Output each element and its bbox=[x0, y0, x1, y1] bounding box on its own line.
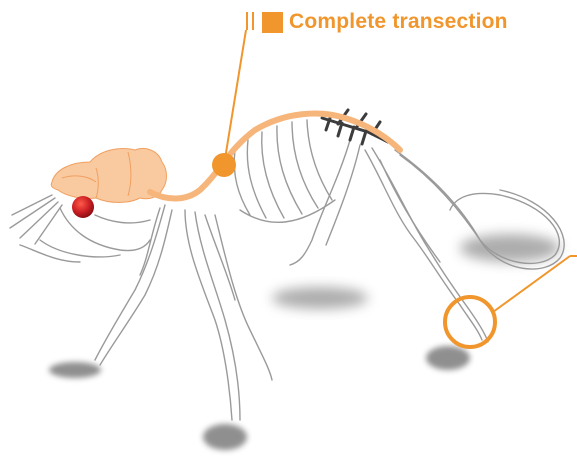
transection-marker bbox=[212, 153, 236, 177]
tail-shadow bbox=[460, 234, 560, 262]
legend: Complete transection bbox=[262, 10, 508, 34]
hind-paw-shadow bbox=[426, 346, 470, 370]
legend-label: Complete transection bbox=[289, 10, 508, 34]
hind-paw-circle bbox=[445, 297, 495, 347]
eye-marker bbox=[72, 196, 94, 218]
spinal-cord bbox=[150, 114, 400, 199]
front-paw-shadow-2 bbox=[203, 424, 247, 450]
legend-swatch bbox=[262, 12, 283, 33]
front-paw-shadow bbox=[49, 362, 101, 378]
belly-shadow bbox=[272, 287, 368, 309]
hind-paw-leader-line bbox=[493, 256, 570, 312]
